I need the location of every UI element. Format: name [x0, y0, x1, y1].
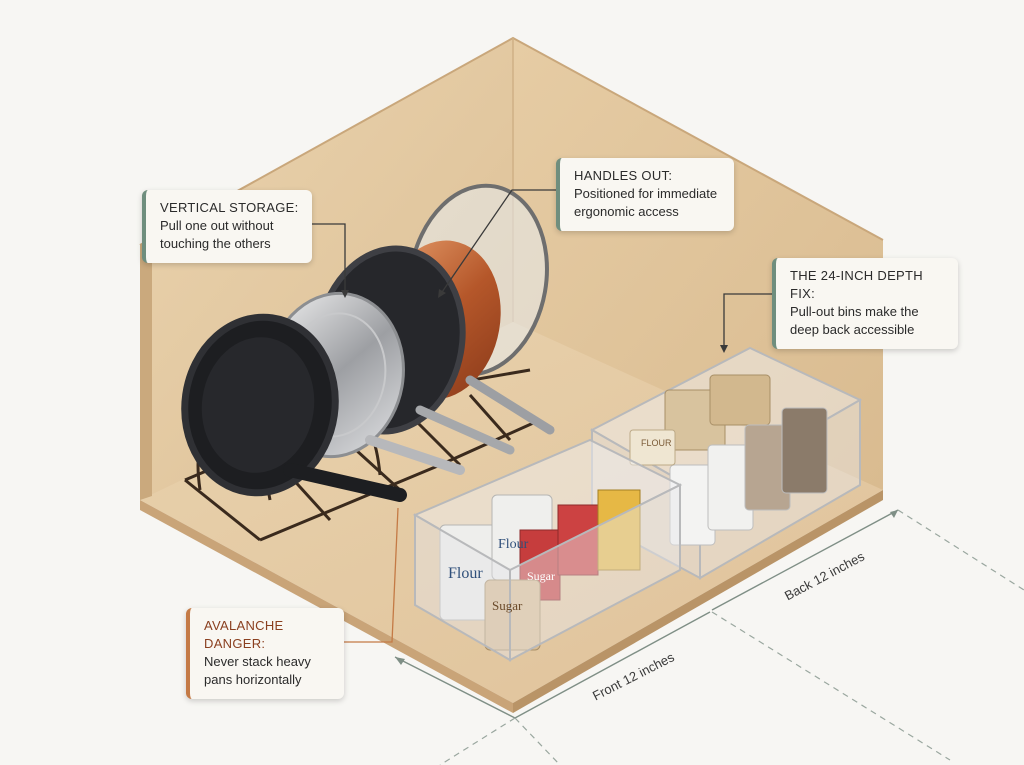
sugar-bag: [484, 579, 541, 651]
callout-avalanche-danger: AVALANCHE DANGER: Never stack heavy pans…: [186, 608, 344, 699]
flour-label-front: Flour: [448, 565, 483, 582]
dimension-lines: [394, 509, 1024, 765]
cabinet-right-lip: [513, 490, 883, 713]
callout-title: AVALANCHE DANGER:: [204, 618, 284, 651]
callout-depth-fix: THE 24-INCH DEPTH FIX: Pull-out bins mak…: [772, 258, 958, 349]
sugar-box: [557, 504, 599, 576]
callout-line: deep back accessible: [790, 322, 915, 337]
leader-avalanche: [340, 507, 399, 643]
callout-line: Never stack heavy: [204, 654, 311, 669]
callout-line: Pull-out bins make the: [790, 304, 919, 319]
canister: [781, 407, 828, 494]
flour-label-rear: FLOUR: [641, 438, 672, 448]
callout-handles-out: HANDLES OUT: Positioned for immediate er…: [556, 158, 734, 231]
sugar-label-front: Sugar: [492, 598, 523, 613]
callout-line: ergonomic access: [574, 204, 679, 219]
sugar-label-back: Sugar: [527, 569, 555, 583]
front-bin: Flour Flour Sugar Sugar FLOUR: [412, 438, 683, 662]
rear-bin: [589, 346, 863, 580]
callout-line: Positioned for immediate: [574, 186, 718, 201]
callout-vertical-storage: VERTICAL STORAGE: Pull one out without t…: [142, 190, 312, 263]
flour-label-back: Flour: [498, 537, 529, 552]
leader-handles-out: [439, 189, 556, 296]
leader-depth-fix: [723, 293, 772, 350]
front-dimension-line: [394, 656, 516, 719]
callout-leaders: [298, 189, 772, 643]
callout-line: pans horizontally: [204, 672, 302, 687]
callout-title: VERTICAL STORAGE:: [160, 200, 299, 215]
cabinet-left-edge: [140, 240, 152, 500]
cabinet-front-lip: [140, 500, 513, 713]
callout-line: touching the others: [160, 236, 271, 251]
leader-vertical-storage: [298, 223, 346, 295]
back-dimension-line: [711, 509, 899, 611]
pans: [181, 183, 555, 502]
callout-title: HANDLES OUT:: [574, 168, 673, 183]
callout-title: THE 24-INCH DEPTH FIX:: [790, 268, 923, 301]
callout-line: Pull one out without: [160, 218, 274, 233]
yellow-box: [597, 489, 641, 571]
